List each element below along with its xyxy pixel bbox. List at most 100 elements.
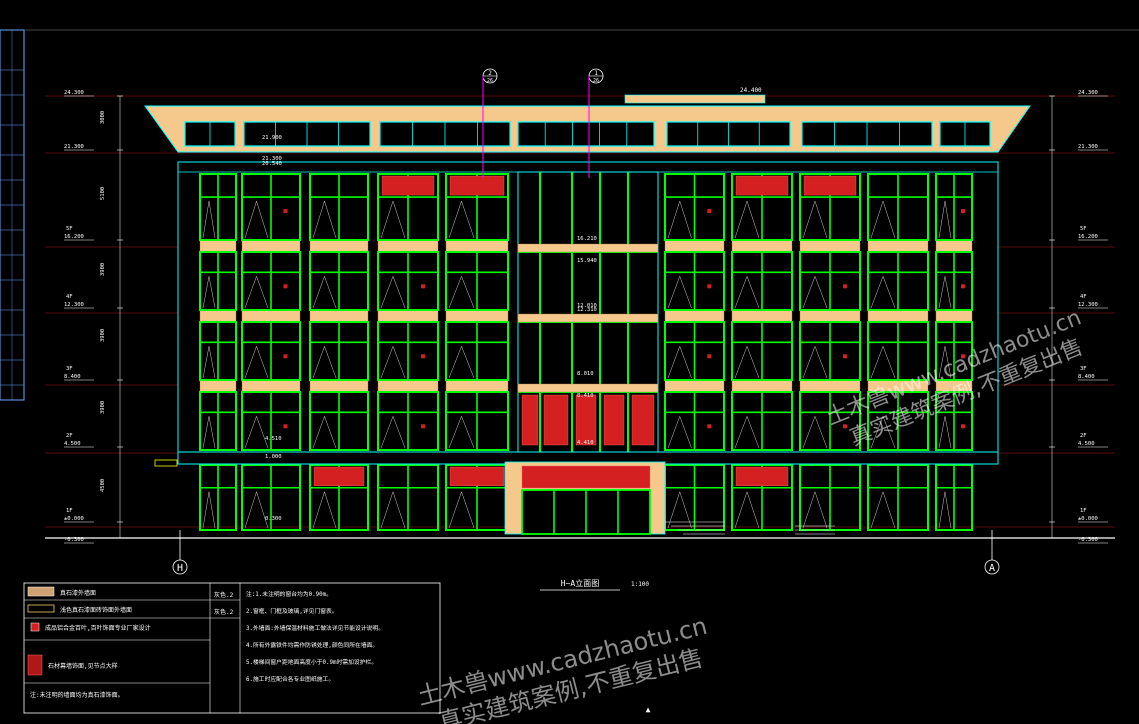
drawing-title: H~A立面图 1:100 [540,578,649,591]
svg-text:26: 26 [487,78,493,84]
elev-mark: -0.300 [1078,537,1098,543]
left-title-block [0,29,25,401]
floor-label: 1F [66,508,73,514]
floor-label: 4F [1080,294,1087,300]
elev-mark: 24.300 [64,90,84,96]
red-marker [283,209,288,214]
curtain-band [517,243,659,253]
note-line: 4.所有外露铁件均需作防锈处理,颜色同所在墙面。 [246,641,378,649]
floor-label: 2F [66,433,73,439]
red-marker [283,284,288,289]
watermark-bottom: 土木兽www.cadzhaotu.cn 真实建筑案例,不重复出售 [415,612,710,724]
spandrel-band [664,309,725,323]
spandrel-band [241,309,301,323]
spandrel-band [199,239,237,253]
floor-label: 5F [66,226,73,232]
elev-mark: 8.400 [1078,374,1095,380]
dimension-text: 3000 [100,111,106,124]
center-marker: ▲ [646,705,651,714]
spandrel-band [309,309,369,323]
spandrel-band [241,239,301,253]
svg-text:真石漆外墙面: 真石漆外墙面 [60,589,96,597]
stone-panel [543,394,569,446]
spandrel-band [309,379,369,393]
elev-mark: 4.500 [1078,441,1095,447]
note-line: 5.楼梯间窗户距地面高度小于0.9m时需加设护栏。 [246,658,377,666]
canopy-left [154,459,178,467]
louver-panel [313,466,365,486]
inner-mark: 12.010 [577,303,597,309]
spandrel-band [445,239,509,253]
spandrel-band [199,379,237,393]
spandrel-band [867,239,929,253]
stone-panel [631,394,655,446]
red-marker [843,424,847,429]
red-marker [283,354,288,359]
elev-mark: 24.300 [1078,90,1098,96]
elevation-marks-right: 24.30021.30016.2005F12.3004F8.4003F4.500… [1049,90,1108,544]
floor-label: 5F [1080,226,1087,232]
svg-text:灰色.2: 灰色.2 [214,591,234,599]
louver-panel [449,175,505,196]
svg-text:石材幕墙饰面,见节点大样: 石材幕墙饰面,见节点大样 [48,662,118,670]
red-marker [961,209,965,214]
louver-panel [803,175,857,196]
legend-box: 真石漆外墙面 灰色.2 浅色真石漆面砖饰面外墙面 灰色.2 成品铝合金百叶,百叶… [23,582,441,714]
svg-text:26: 26 [593,78,599,84]
spandrel-band [445,309,509,323]
red-marker [843,354,847,359]
note-line: 2.窗框、门框及玻璃,详见门窗表。 [246,607,338,615]
louver-panel [449,466,505,486]
inner-mark: 1.000 [265,454,282,460]
svg-text:灰色.2: 灰色.2 [214,608,234,616]
legend-swatch-tile [27,604,55,613]
svg-text:浅色真石漆面砖饰面外墙面: 浅色真石漆面砖饰面外墙面 [60,606,132,614]
entrance-panel [521,465,651,489]
stone-panel [603,394,625,446]
dimension-text: 3900 [100,263,106,276]
curtain-band [517,313,659,323]
legend-swatch-louver [30,622,40,632]
note-line: 3.外墙面:外墙保温材料施工做法详见节能设计说明。 [246,624,384,632]
curtain-band [517,383,659,393]
legend-swatch-stone [27,586,55,597]
svg-text:注:未注明的墙面均为真石漆饰面。: 注:未注明的墙面均为真石漆饰面。 [30,691,124,699]
svg-text:H~A立面图: H~A立面图 [561,578,599,588]
detail-bubble-2: 1 26 [588,68,604,178]
spandrel-band [731,239,793,253]
axis-bubble-left: H [172,530,188,575]
legend-swatch-stone-wall [27,654,43,676]
spandrel-band [377,309,439,323]
stone-panel [575,394,597,446]
elev-mark: 16.200 [64,234,84,240]
red-marker [707,284,712,289]
dimension-text: 3900 [100,401,106,414]
spandrel-band [731,379,793,393]
parapet-window [517,121,655,147]
elev-mark: 12.300 [64,302,84,308]
floor-label: 3F [1080,366,1087,372]
elev-mark: ±0.000 [64,516,84,522]
elev-mark: 12.300 [1078,302,1098,308]
svg-text:A: A [989,563,995,574]
inner-mark: 4.410 [577,440,594,446]
spandrel-band [799,309,861,323]
spandrel-band [867,309,929,323]
svg-text:1: 1 [594,70,598,77]
elev-mark: 16.200 [1078,234,1098,240]
red-marker [421,424,425,429]
red-marker [707,424,712,429]
red-marker [421,284,425,289]
note-line: 6.施工时应配合各专业图纸施工。 [246,675,334,683]
red-marker [961,284,965,289]
inner-mark: 21.300 [262,156,282,162]
elev-mark: -0.300 [64,537,84,543]
red-marker [707,209,712,214]
detail-bubble-1: 2 26 [482,68,498,178]
inner-mark: 20.540 [262,161,282,167]
inner-mark: 12.310 [577,307,597,313]
spandrel-band [731,309,793,323]
red-marker [961,424,965,429]
floor-label: 2F [1080,433,1087,439]
